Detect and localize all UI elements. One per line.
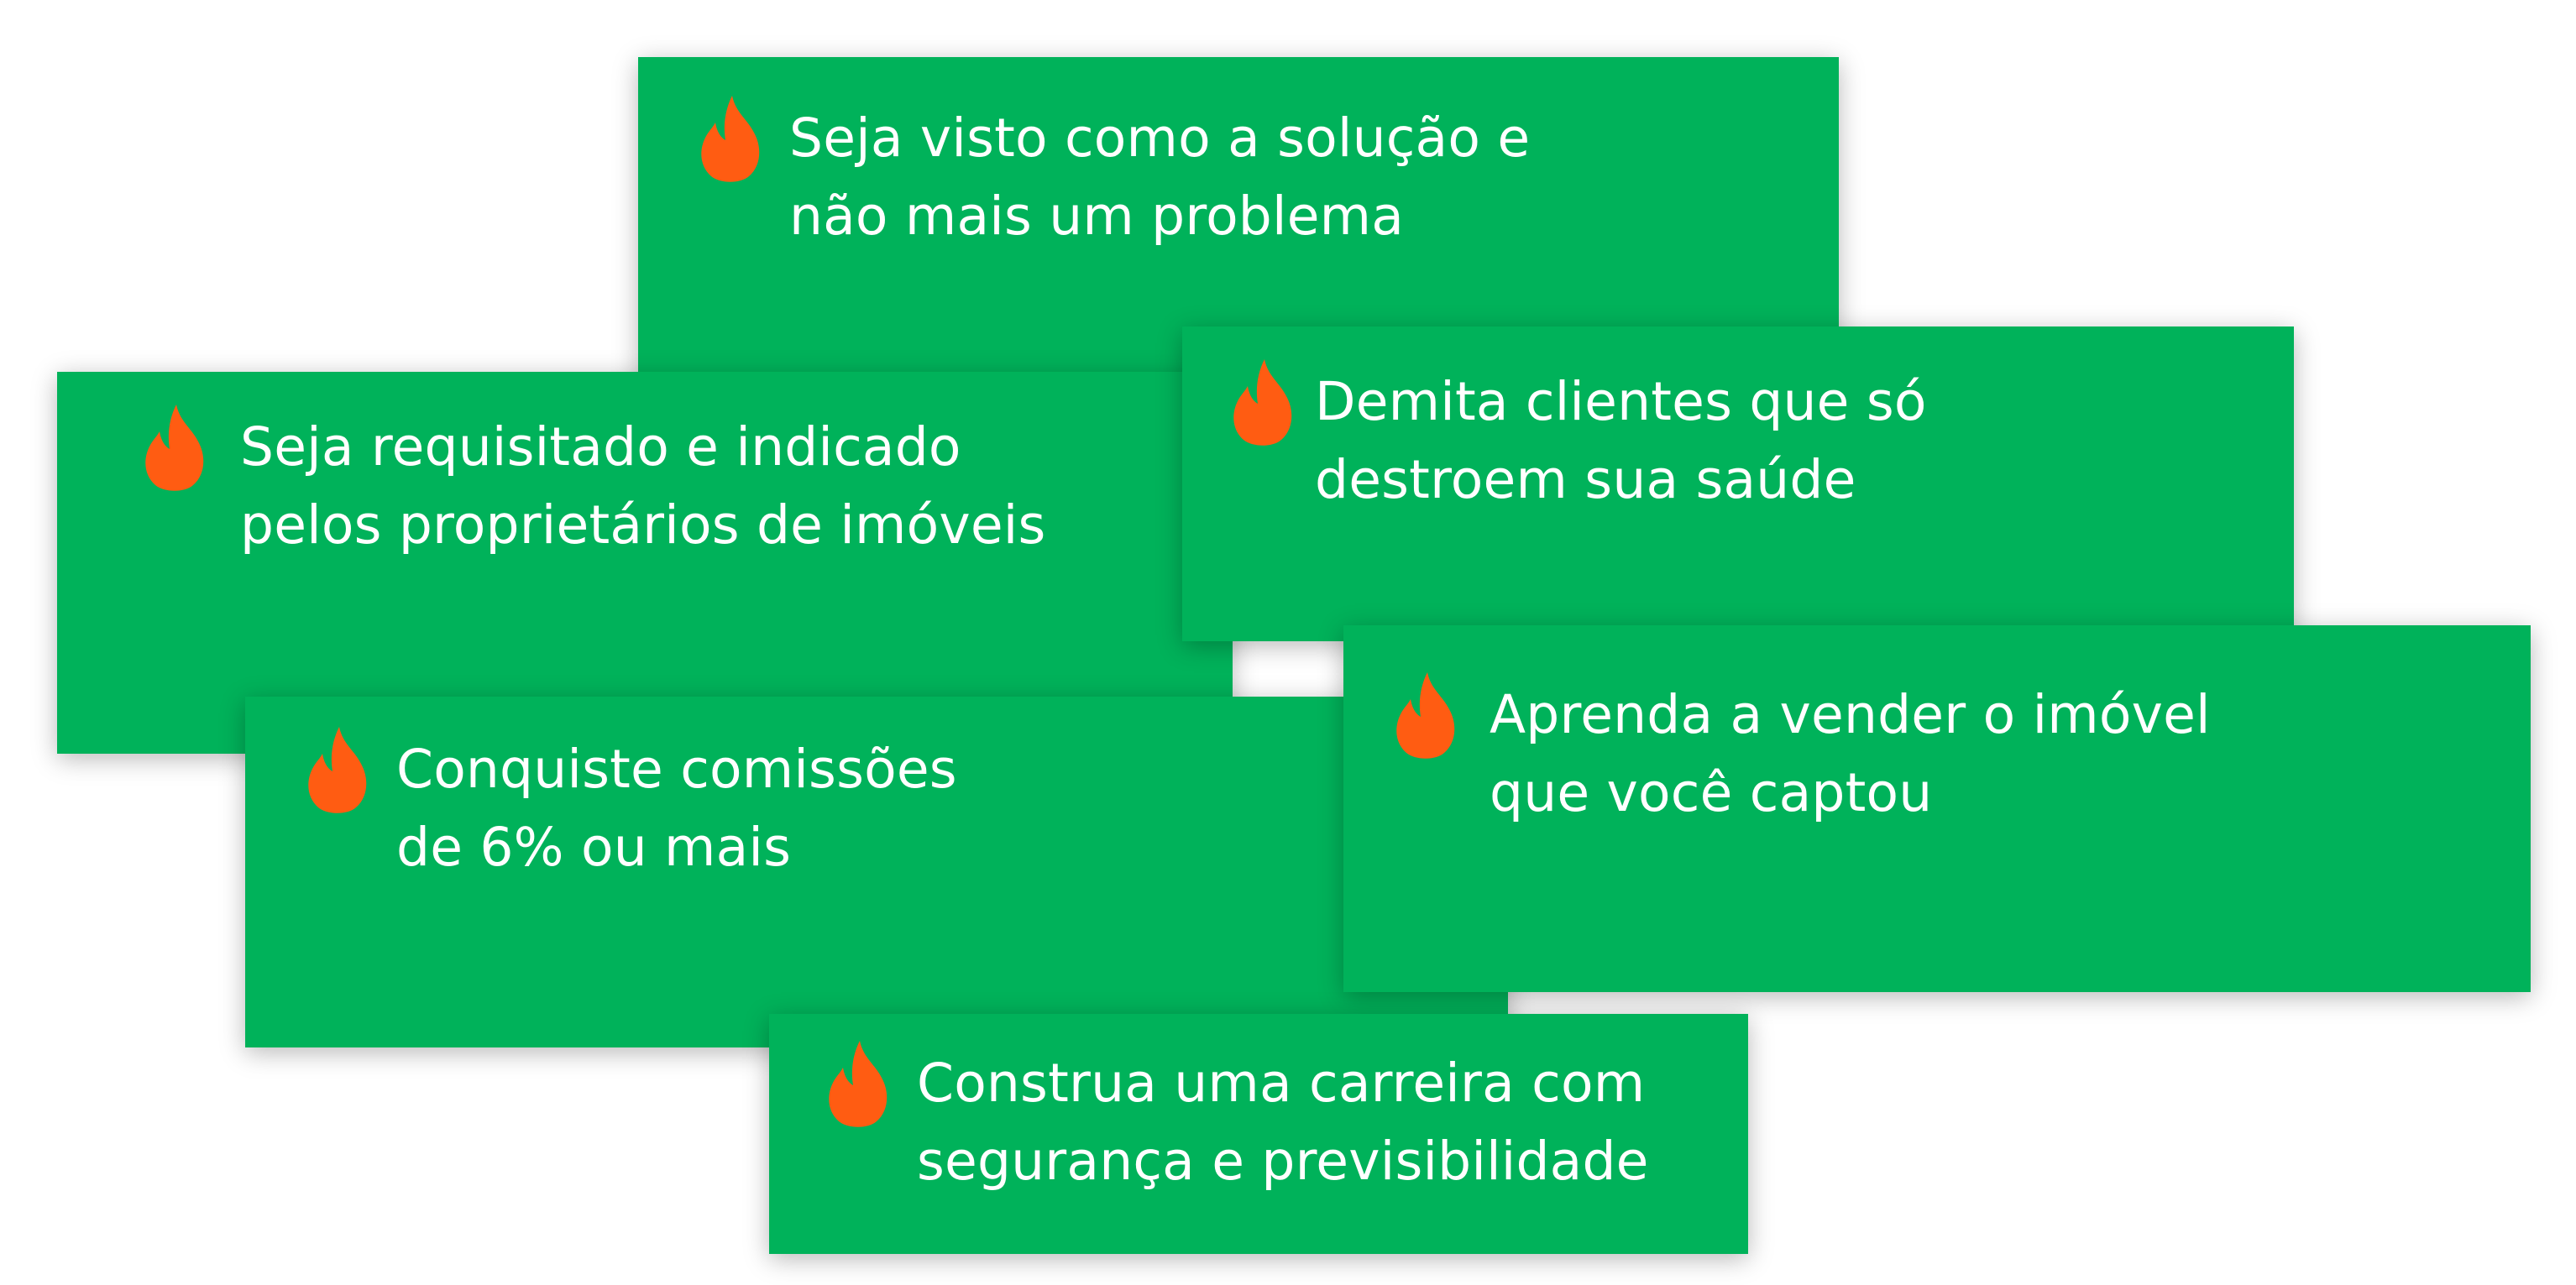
benefit-text-line-2: pelos proprietários de imóveis [240,494,1046,556]
benefit-text-line-2: que você captou [1490,762,1933,823]
benefit-text: Aprenda a vender o imóvel que você capto… [1490,676,2211,832]
benefit-text-line-2: não mais um problema [789,185,1405,247]
benefit-text: Construa uma carreira com segurança e pr… [917,1044,1649,1200]
benefit-text: Seja requisitado e indicado pelos propri… [240,408,1046,564]
benefit-text-line-1: Seja requisitado e indicado [240,416,961,478]
benefit-text-line-2: destroem sua saúde [1315,449,1856,510]
fire-icon [306,725,369,816]
fire-icon [1394,671,1458,761]
fire-icon [699,94,762,185]
benefit-text-line-1: Demita clientes que só [1315,371,1927,432]
benefit-text: Seja visto como a solução e não mais um … [789,99,1530,255]
benefit-text-line-1: Seja visto como a solução e [789,107,1531,169]
benefit-card-5: Aprenda a vender o imóvel que você capto… [1343,625,2531,992]
benefit-text-line-2: de 6% ou mais [396,817,792,878]
benefit-text: Conquiste comissões de 6% ou mais [396,730,957,886]
benefit-card-3: Demita clientes que só destroem sua saúd… [1182,326,2294,641]
benefit-text: Demita clientes que só destroem sua saúd… [1315,363,1927,519]
fire-icon [143,403,207,494]
benefit-text-line-1: Conquiste comissões [396,739,957,800]
benefit-text-line-2: segurança e previsibilidade [917,1131,1649,1192]
benefit-card-4: Conquiste comissões de 6% ou mais [245,697,1508,1047]
benefit-card-6: Construa uma carreira com segurança e pr… [769,1014,1748,1254]
benefit-text-line-1: Aprenda a vender o imóvel [1490,684,2211,745]
benefit-card-2: Seja requisitado e indicado pelos propri… [57,372,1233,754]
benefit-text-line-1: Construa uma carreira com [917,1053,1646,1114]
fire-icon [1231,358,1295,448]
fire-icon [826,1039,890,1130]
